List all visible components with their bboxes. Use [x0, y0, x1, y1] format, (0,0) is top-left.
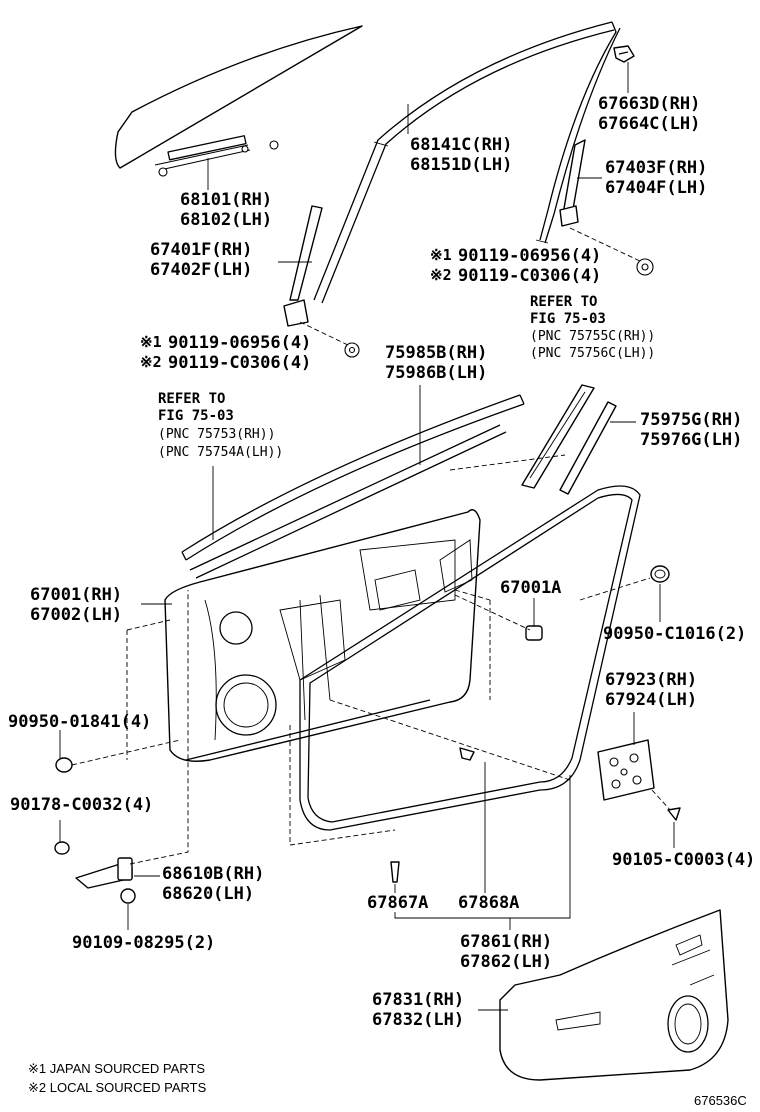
hinge-bolt-shape [54, 841, 70, 855]
ref-left-pnc2: (PNC 75754A(LH)) [158, 445, 284, 460]
label-bolt-front-jp[interactable]: 90119-06956(4) [168, 333, 312, 353]
mark-2-rear: ※2 [430, 266, 452, 284]
mark-2-front: ※2 [140, 353, 162, 371]
ref-right-pnc2: (PNC 75756C(LH)) [530, 346, 656, 361]
label-cover-clip-rh[interactable]: 67663D(RH) [598, 94, 701, 114]
label-clip-a[interactable]: 67867A [367, 893, 429, 913]
ref-right-pnc1: (PNC 75755C(RH)) [530, 329, 656, 344]
label-plug-left[interactable]: 90950-01841(4) [8, 712, 152, 732]
label-rear-channel-lh[interactable]: 67404F(LH) [605, 178, 708, 198]
door-panel-shape [126, 424, 507, 762]
label-front-channel-lh[interactable]: 67402F(LH) [150, 260, 253, 280]
label-window-glass-rh[interactable]: 68101(RH) [180, 190, 273, 210]
leader-lines [59, 62, 675, 1011]
mark-1-front: ※1 [140, 333, 162, 351]
glass-run-shape [313, 21, 621, 304]
trim-board-shape [499, 909, 729, 1081]
rear-channel-shape [559, 139, 654, 276]
label-hole-cover[interactable]: 67001A [500, 578, 562, 598]
label-trim-board-rh[interactable]: 67831(RH) [372, 990, 465, 1010]
mark-1-rear: ※1 [430, 246, 452, 264]
label-rear-channel-rh[interactable]: 67403F(RH) [605, 158, 708, 178]
ref-left-line1: REFER TO [158, 391, 226, 407]
door-weatherstrip-shape [289, 485, 641, 846]
window-glass-shape [114, 25, 363, 177]
ref-right-line1: REFER TO [530, 294, 598, 310]
label-window-glass-lh[interactable]: 68102(LH) [180, 210, 273, 230]
label-door-weatherstrip-lh[interactable]: 67862(LH) [460, 952, 553, 972]
label-glass-run-lh[interactable]: 68151D(LH) [410, 155, 513, 175]
label-name-plate-lh[interactable]: 67924(LH) [605, 690, 698, 710]
label-plug-right[interactable]: 90950-C1016(2) [603, 624, 747, 644]
front-channel-shape [283, 205, 360, 358]
plug-left-shape [55, 739, 181, 773]
figure-id: 676536C [694, 1093, 747, 1108]
label-hinge-bolt[interactable]: 90178-C0032(4) [10, 795, 154, 815]
label-bolt-rear-local[interactable]: 90119-C0306(4) [458, 266, 602, 286]
label-bolt-rear-jp[interactable]: 90119-06956(4) [458, 246, 602, 266]
label-trim-board-lh[interactable]: 67832(LH) [372, 1010, 465, 1030]
label-door-panel-rh[interactable]: 67001(RH) [30, 585, 123, 605]
label-screw[interactable]: 90105-C0003(4) [612, 850, 756, 870]
label-glass-run-rh[interactable]: 68141C(RH) [410, 135, 513, 155]
legend-local-sourced: ※2 LOCAL SOURCED PARTS [28, 1080, 207, 1095]
ref-right-line2: FIG 75-03 [530, 311, 606, 327]
label-outer-weatherstrip-lh[interactable]: 75986B(LH) [385, 363, 488, 383]
label-bolt-front-local[interactable]: 90119-C0306(4) [168, 353, 312, 373]
label-inner-weatherstrip-lh[interactable]: 75976G(LH) [640, 430, 743, 450]
label-name-plate-rh[interactable]: 67923(RH) [605, 670, 698, 690]
ref-left-pnc1: (PNC 75753(RH)) [158, 427, 276, 442]
plate-shape [597, 739, 681, 821]
label-check-bolt[interactable]: 90109-08295(2) [72, 933, 216, 953]
outer-weatherstrip-shape [181, 394, 525, 561]
inner-weatherstrip-shape [449, 384, 617, 495]
label-door-panel-lh[interactable]: 67002(LH) [30, 605, 123, 625]
label-door-check-lh[interactable]: 68620(LH) [162, 884, 255, 904]
label-outer-weatherstrip-rh[interactable]: 75985B(RH) [385, 343, 488, 363]
label-door-check-rh[interactable]: 68610B(RH) [162, 864, 265, 884]
label-front-channel-rh[interactable]: 67401F(RH) [150, 240, 253, 260]
label-clip-b[interactable]: 67868A [458, 893, 520, 913]
legend-japan-sourced: ※1 JAPAN SOURCED PARTS [28, 1061, 206, 1076]
plug-right-shape [579, 565, 670, 601]
label-cover-clip-lh[interactable]: 67664C(LH) [598, 114, 701, 134]
label-inner-weatherstrip-rh[interactable]: 75975G(RH) [640, 410, 743, 430]
ref-left-line2: FIG 75-03 [158, 408, 234, 424]
cover-clip-shape [613, 45, 635, 63]
door-check-shape [75, 590, 189, 904]
clip-shapes [390, 747, 475, 883]
label-door-weatherstrip-rh[interactable]: 67861(RH) [460, 932, 553, 952]
